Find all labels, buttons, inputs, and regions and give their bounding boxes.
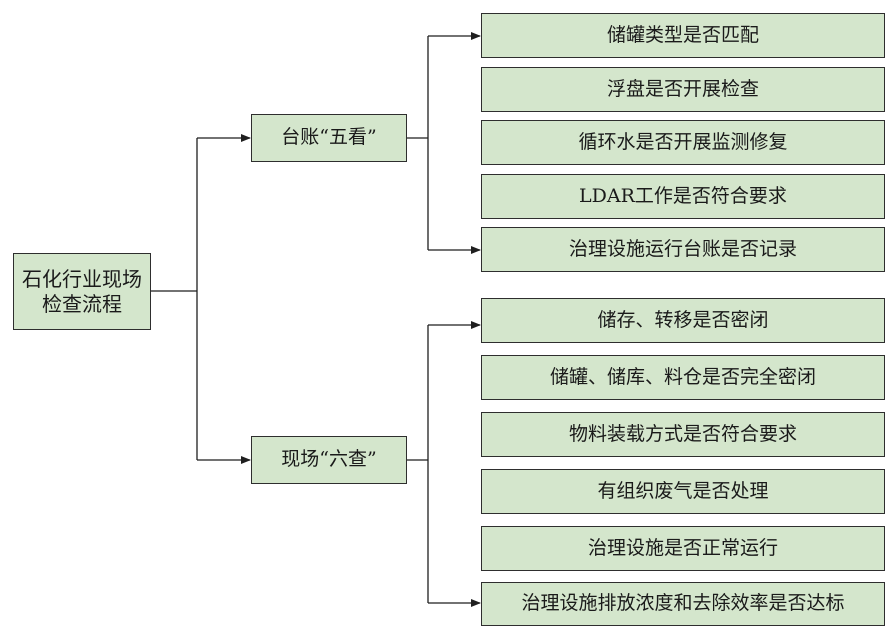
leaf-node: 有组织废气是否处理 [481,469,885,514]
leaf-node: 循环水是否开展监测修复 [481,120,885,165]
leaf-label: 储罐类型是否匹配 [606,23,759,46]
leaf-label: 浮盘是否开展检查 [606,77,759,100]
leaf-label: 物料装载方式是否符合要求 [568,422,797,445]
leaf-node: 治理设施是否正常运行 [481,526,885,571]
branch-node-ledger: 台账“五看” [251,114,407,162]
root-label: 石化行业现场检查流程 [22,266,142,316]
leaf-node: 储罐类型是否匹配 [481,13,885,58]
branch-label: 台账“五看” [281,126,377,149]
leaf-label: 循环水是否开展监测修复 [578,130,788,153]
leaf-label: 有组织废气是否处理 [597,479,769,502]
leaf-node: 储罐、储库、料仓是否完全密闭 [481,355,885,400]
leaf-label: 治理设施是否正常运行 [587,536,778,559]
leaf-label: 储罐、储库、料仓是否完全密闭 [549,365,816,388]
branch-1-connector [407,32,481,254]
leaf-node: 物料装载方式是否符合要求 [481,412,885,457]
leaf-node: 浮盘是否开展检查 [481,67,885,112]
leaf-label: 治理设施运行台账是否记录 [568,237,797,260]
branch-2-connector [407,321,481,607]
leaf-label: 治理设施排放浓度和去除效率是否达标 [521,592,845,615]
leaf-label: LDAR工作是否符合要求 [579,184,787,207]
branch-label: 现场“六查” [281,448,377,471]
leaf-label: 储存、转移是否密闭 [597,308,769,331]
leaf-node: 治理设施排放浓度和去除效率是否达标 [481,582,885,626]
root-node: 石化行业现场检查流程 [13,253,151,330]
root-connector [151,134,251,464]
branch-node-onsite: 现场“六查” [251,436,407,484]
leaf-node: 治理设施运行台账是否记录 [481,227,885,272]
leaf-node: 储存、转移是否密闭 [481,298,885,343]
leaf-node: LDAR工作是否符合要求 [481,174,885,219]
